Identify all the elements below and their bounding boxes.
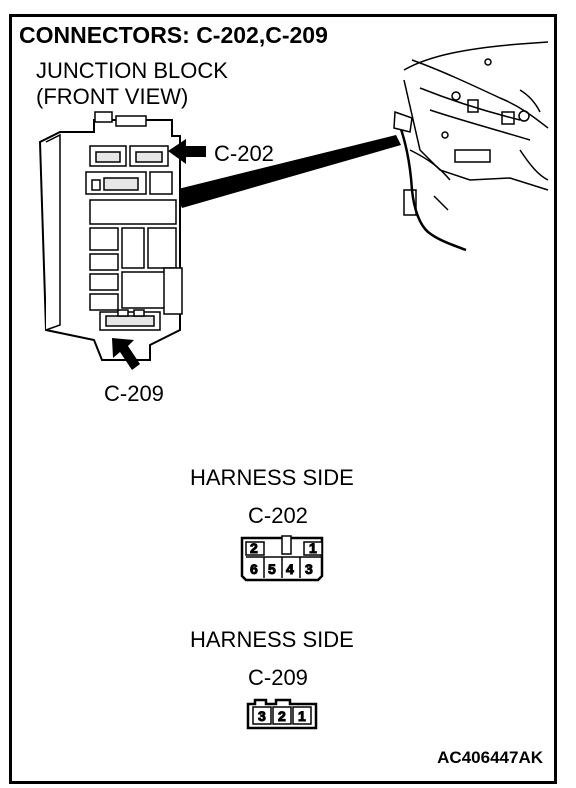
junction-block (38, 111, 183, 361)
figure-code: AC406447AK (437, 748, 543, 767)
callout-c202: C-202 (214, 141, 274, 166)
c202-pin-top-2: 1 (309, 540, 317, 556)
c202-pin-bottom-3: 4 (286, 561, 294, 577)
connector-c209-face: 3 2 1 (246, 698, 318, 730)
c209-pin-1: 3 (258, 708, 266, 724)
harness-connector-name-c209: C-209 (248, 665, 308, 690)
harness-connector-name-c202: C-202 (248, 503, 308, 528)
junction-block-caption: JUNCTION BLOCK (FRONT VIEW) (36, 58, 228, 110)
c209-pin-3: 1 (298, 708, 306, 724)
c209-pin-2: 2 (278, 708, 286, 724)
dashboard-harness-sketch (393, 41, 549, 252)
junction-block-line1: JUNCTION BLOCK (36, 58, 228, 83)
callout-c209: C-209 (104, 381, 164, 406)
arrow-c209 (112, 338, 140, 370)
arrow-c202 (168, 139, 206, 164)
connector-c202-face: 2 1 6 5 4 3 (240, 535, 324, 582)
c202-pin-top-1: 2 (250, 540, 258, 556)
location-pointer (174, 135, 401, 208)
c202-pin-bottom-2: 5 (268, 561, 276, 577)
harness-side-heading-c202: HARNESS SIDE (190, 465, 354, 490)
c202-pin-bottom-4: 3 (305, 561, 313, 577)
junction-block-line2: (FRONT VIEW) (36, 84, 189, 109)
figure-title: CONNECTORS: C-202,C-209 (19, 22, 328, 48)
harness-side-heading-c209: HARNESS SIDE (190, 627, 354, 652)
c202-pin-bottom-1: 6 (250, 561, 258, 577)
